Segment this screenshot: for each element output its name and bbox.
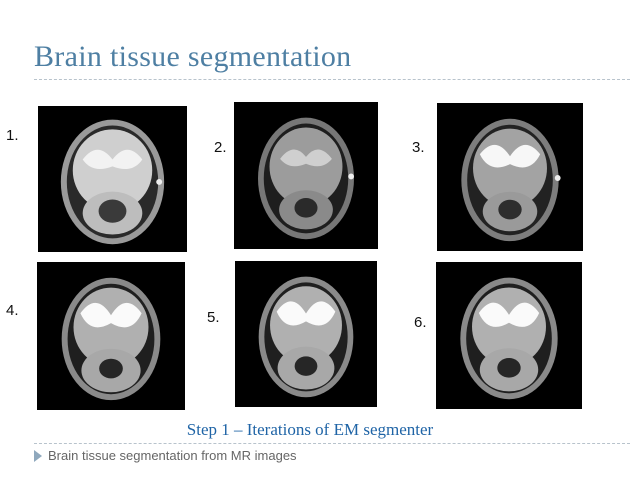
triangle-bullet-icon [34,449,42,462]
panel-label-2: 2. [214,139,227,156]
mri-scan-1 [38,106,187,252]
panel-label-1: 1. [6,127,19,144]
mri-scan-4 [37,262,185,410]
footer-divider [34,443,630,444]
mri-scan-6 [436,262,582,409]
panel-label-5: 5. [207,309,220,326]
figure-caption: Step 1 – Iterations of EM segmenter [186,420,434,439]
slide-footer: Brain tissue segmentation from MR images [34,448,297,463]
mri-scan-5 [235,261,377,407]
mri-scan-2 [234,102,378,249]
title-divider [34,79,630,80]
panel-label-4: 4. [6,302,19,319]
footer-text: Brain tissue segmentation from MR images [48,448,297,463]
slide-title: Brain tissue segmentation [34,40,352,73]
panel-label-3: 3. [412,139,425,156]
mri-scan-3 [437,103,583,251]
panel-label-6: 6. [414,314,427,331]
